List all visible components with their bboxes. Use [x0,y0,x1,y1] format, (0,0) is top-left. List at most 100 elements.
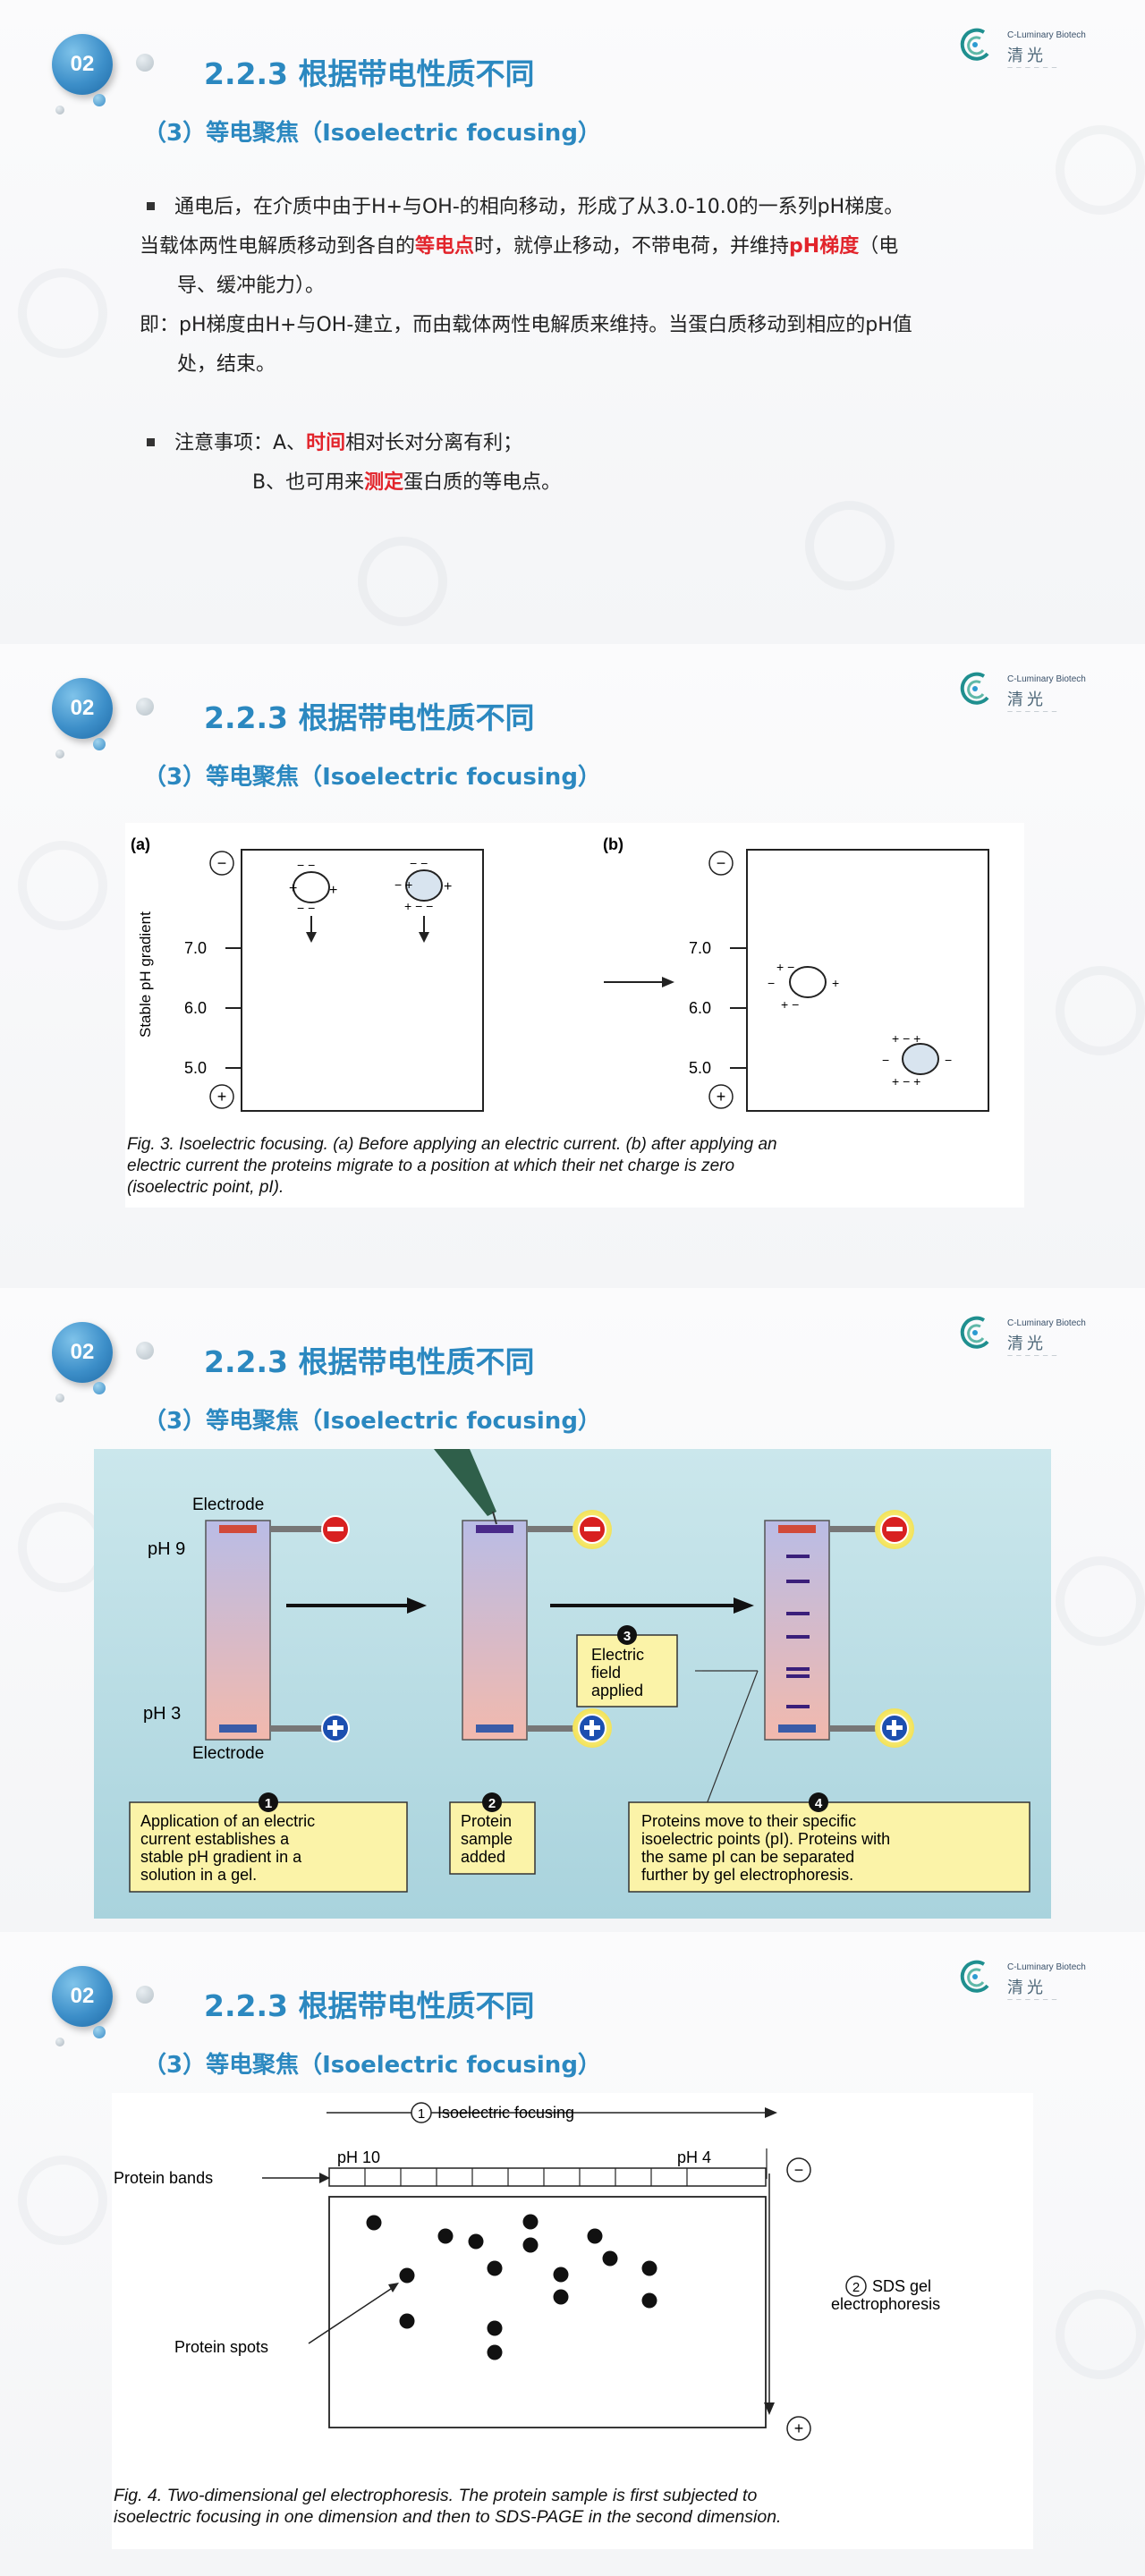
svg-text:+: + [444,879,452,894]
slide-1: 02 2.2.3 根据带电性质不同 （3）等电聚焦（Isoelectric fo… [0,0,1145,644]
ief-steps-drawing: Electrode pH 9 pH 3 Electrode [129,1449,1030,1893]
svg-text:+ − +: + − + [892,1031,920,1046]
paragraph: 当载体两性电解质移动到各自的等电点时，就停止移动，不带电荷，并维持pH梯度（电 [140,235,899,258]
section-badge: 02 [52,1322,113,1383]
svg-text:isoelectric points (pI). Prote: isoelectric points (pI). Proteins with [641,1830,890,1848]
svg-text:2: 2 [488,1796,496,1811]
electrode-top-label: Electrode [192,1496,264,1514]
anode-icon [708,1084,734,1109]
protein-band [786,1667,810,1671]
slide-title: 2.2.3 根据带电性质不同 [204,1344,535,1379]
svg-text:−: − [217,854,227,872]
svg-text:−: − [768,976,775,990]
logo-tagline: — — — — — — [1007,1352,1058,1359]
svg-text:− +: − + [394,877,412,892]
ph9-label: pH 9 [148,1539,185,1559]
svg-text:Electric: Electric [591,1646,644,1664]
sds-label: electrophoresis [831,2295,940,2313]
svg-text:2: 2 [852,2280,860,2295]
protein-b1 [789,966,827,998]
gel-box-b [746,849,989,1112]
pointer-line [701,1670,759,1817]
decor-dot [55,750,64,758]
watermark [358,537,447,626]
figure-isoelectric-focusing: (a) (b) Stable pH gradient 7.0 6.0 5.0 −… [125,823,1024,1208]
logo-english: C-Luminary Biotech [1007,30,1086,40]
logo-tagline: — — — — — — [1007,708,1058,715]
paragraph: B、也可用来测定蛋白质的等电点。 [252,471,562,494]
svg-text:+: + [717,1088,726,1106]
ief-label: Isoelectric focusing [437,2104,574,2122]
ph10-label: pH 10 [337,2148,380,2166]
step4-box [628,1801,1030,1893]
svg-text:3: 3 [623,1629,631,1644]
decor-dot [93,94,106,106]
slide-subtitle: （3）等电聚焦（Isoelectric focusing） [143,1408,601,1435]
section-badge: 02 [52,678,113,739]
protein-b2 [902,1043,939,1075]
protein-a2 [405,869,443,902]
section-badge: 02 [52,1966,113,2027]
svg-text:+: + [832,976,839,990]
protein-band [786,1674,810,1678]
electrode-bottom-label: Electrode [192,1744,264,1763]
svg-text:− −: − − [297,858,315,872]
svg-text:+: + [329,883,337,898]
protein-a1 [293,871,330,903]
svg-text:1: 1 [418,2106,425,2122]
company-logo: C-Luminary Biotech 清光 — — — — — — [957,671,1109,720]
anode-icon [786,2416,811,2441]
decor-dot [93,738,106,750]
svg-text:−: − [717,854,726,872]
svg-text:Application of an electric: Application of an electric [140,1812,315,1830]
protein-band [786,1555,810,1558]
decor-dot [136,1342,154,1360]
step2-box [449,1801,536,1875]
logo-chinese: 清光 [1007,1979,1047,1997]
svg-text:+: + [289,881,297,896]
protein-band [786,1635,810,1639]
decor-dot [136,1986,154,2004]
logo-chinese: 清光 [1007,47,1047,65]
logo-english: C-Luminary Biotech [1007,1318,1086,1328]
anode-icon [209,1084,234,1109]
slide-subtitle: （3）等电聚焦（Isoelectric focusing） [143,120,601,147]
svg-text:the same pI can be separated: the same pI can be separated [641,1848,854,1866]
pipette-icon [434,1449,496,1516]
protein-band [786,1705,810,1708]
protein-band [786,1612,810,1615]
svg-text:+ −: + − [781,997,799,1012]
protein-spots [366,2214,657,2360]
cathode-icon [786,2157,811,2182]
panel-label-b: (b) [603,835,623,853]
tick-label: 6.0 [689,999,711,1017]
svg-text:Protein: Protein [461,1812,512,1830]
svg-text:sample: sample [461,1830,513,1848]
protein-band [786,1580,810,1583]
decor-dot [93,2026,106,2038]
logo-tagline: — — — — — — [1007,64,1058,71]
figure-caption: Fig. 4. Two-dimensional gel electrophore… [114,2486,782,2527]
logo-english: C-Luminary Biotech [1007,1962,1086,1972]
logo-swirl-icon [960,28,989,61]
watermark [1056,125,1145,215]
svg-text:−: − [945,1053,952,1067]
2d-gel-drawing: 1 Isoelectric focusing pH 10 pH 4 Protei… [114,2102,940,2441]
svg-text:− −: − − [410,856,428,870]
protein-spots-label: Protein spots [174,2338,268,2356]
svg-text:+ −: + − [776,960,794,974]
svg-text:1: 1 [265,1796,272,1811]
svg-text:further by gel electrophoresis: further by gel electrophoresis. [641,1866,853,1884]
svg-text:Proteins move to their specifi: Proteins move to their specific [641,1812,856,1830]
slide-subtitle: （3）等电聚焦（Isoelectric focusing） [143,2052,601,2079]
y-axis-label: Stable pH gradient [137,911,154,1038]
watermark [1056,2290,1145,2379]
step1-box [129,1801,408,1893]
slide-title: 2.2.3 根据带电性质不同 [204,1988,535,2023]
decor-dot [55,2038,64,2046]
slide-subtitle: （3）等电聚焦（Isoelectric focusing） [143,764,601,791]
paragraph: 通电后，在介质中由于H+与OH-的相向移动，形成了从3.0-10.0的一系列pH… [143,188,1038,227]
figure-2d-electrophoresis: 1 Isoelectric focusing pH 10 pH 4 Protei… [112,2093,1033,2549]
slide-body: 通电后，在介质中由于H+与OH-的相向移动，形成了从3.0-10.0的一系列pH… [140,188,1038,503]
svg-text:+ − −: + − − [404,899,433,913]
